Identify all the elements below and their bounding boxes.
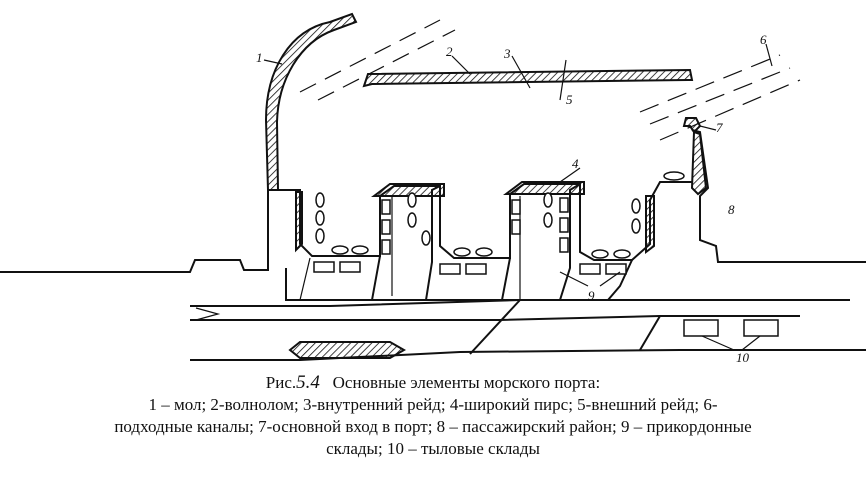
quay-warehouses (313, 171, 685, 275)
callout-10: 10 (736, 350, 750, 365)
mole (264, 12, 358, 191)
port-scheme-drawing: 1 2 3 4 5 6 7 8 9 10 (0, 12, 866, 365)
callout-2: 2 (446, 44, 453, 59)
figure-caption: Рис.5.4 Основные элементы морского порта… (0, 372, 866, 460)
ship-silhouette (288, 341, 407, 359)
callout-8: 8 (728, 202, 735, 217)
callout-4: 4 (572, 156, 579, 171)
figure-number: 5.4 (296, 372, 320, 393)
callout-7: 7 (716, 120, 723, 135)
legend-line-3: склады; 10 – тыловые склады (326, 439, 540, 458)
callout-5: 5 (566, 92, 573, 107)
passenger-district (691, 129, 866, 263)
callout-6: 6 (760, 32, 767, 47)
approach-channels (299, 19, 801, 141)
callout-3: 3 (503, 46, 511, 61)
figure-title-line: Рис.5.4 Основные элементы морского порта… (0, 372, 866, 394)
leader-lines (263, 43, 773, 351)
figure-title: Основные элементы морского порта: (332, 373, 601, 392)
callout-9: 9 (588, 288, 595, 303)
legend-line-1: 1 – мол; 2-волнолом; 3-внутренний рейд; … (148, 395, 718, 414)
legend-line-2: подходные каналы; 7-основной вход в порт… (114, 417, 752, 436)
left-coastline (0, 190, 269, 273)
rear-warehouses (683, 319, 779, 337)
main-entrance (682, 117, 702, 134)
berths (268, 181, 692, 301)
rear-territory (190, 299, 866, 361)
figure-label: Рис. (265, 373, 297, 392)
callout-1: 1 (256, 50, 263, 65)
